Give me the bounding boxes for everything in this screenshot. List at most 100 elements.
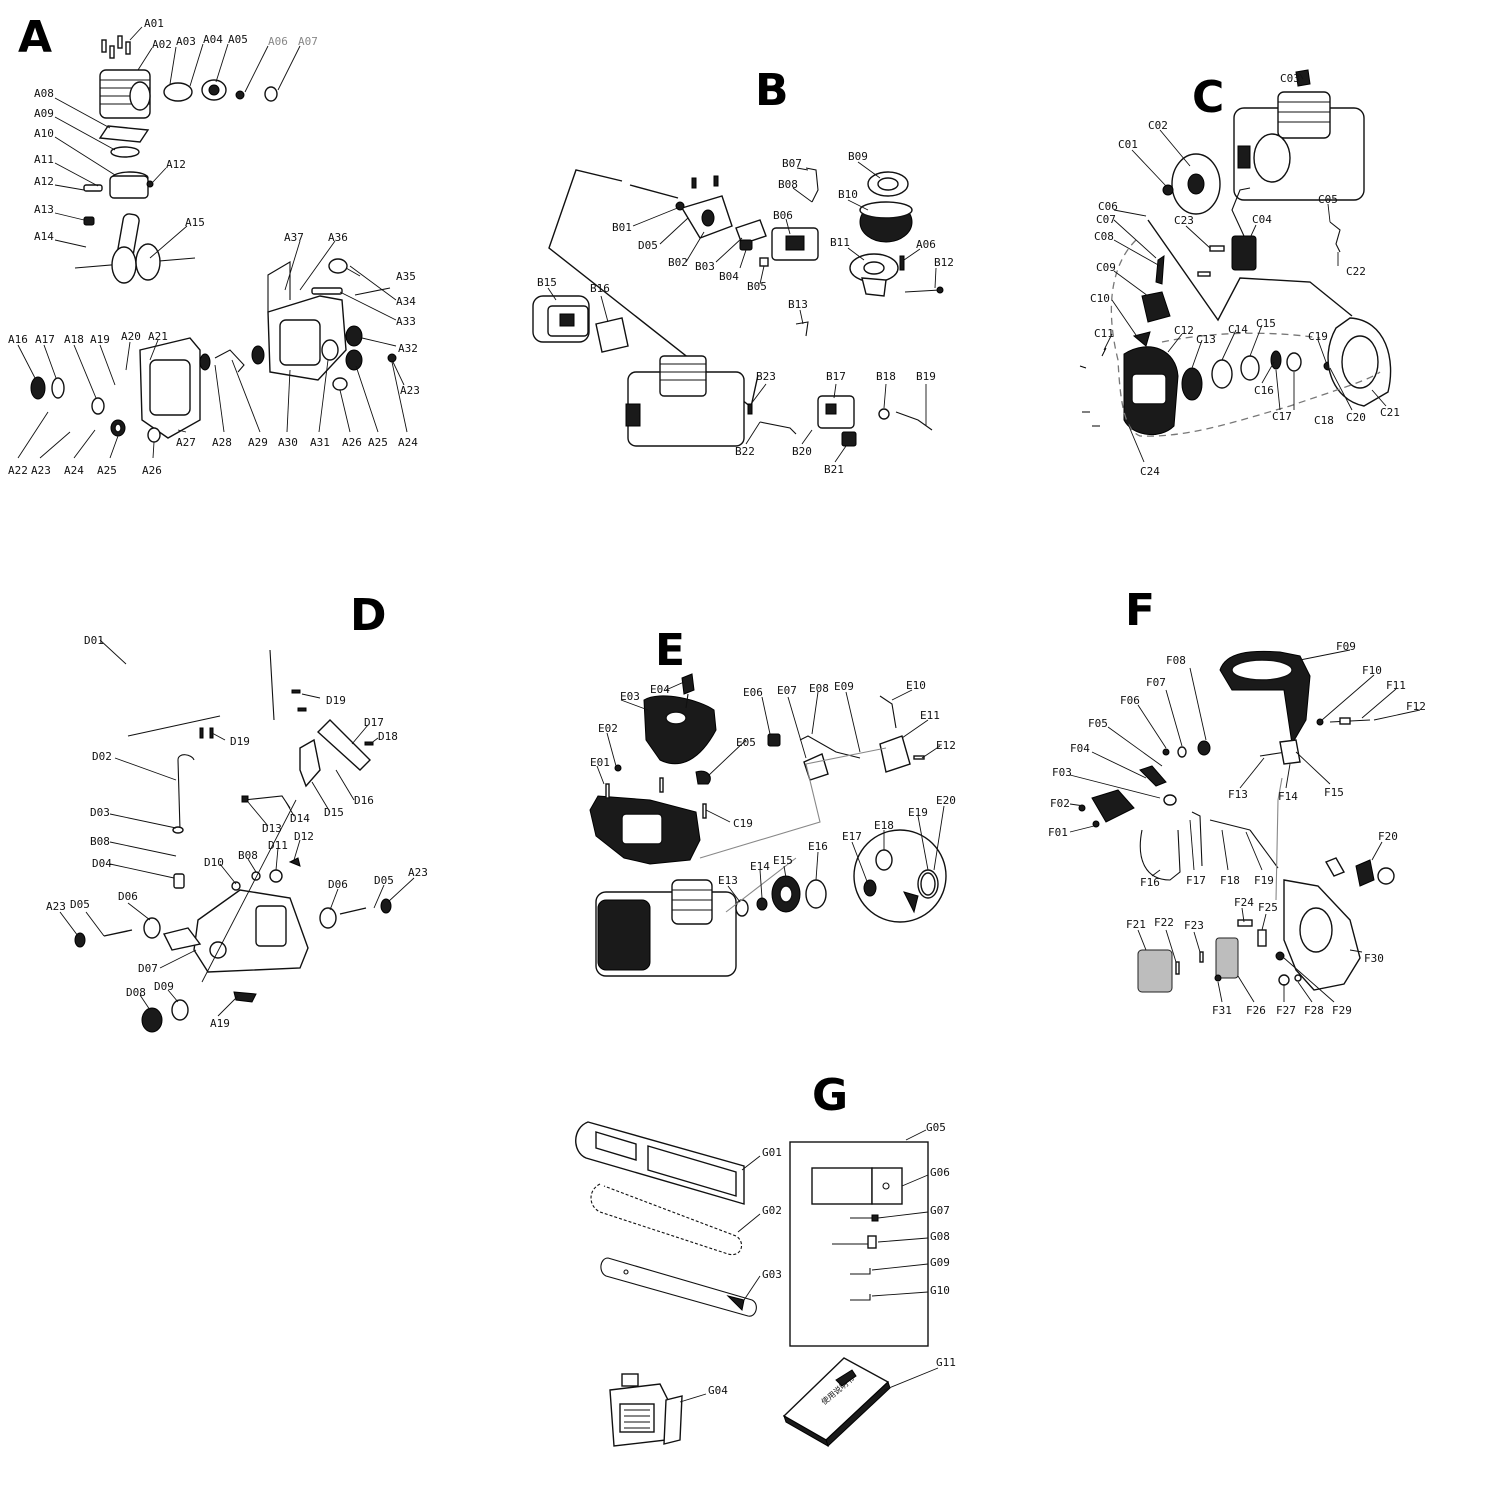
callout-e13: E13 (718, 874, 738, 887)
callout-c03: C03 (1280, 72, 1300, 85)
brake-band-part (1139, 829, 1181, 881)
callout-b05: B05 (747, 280, 767, 293)
callout-f04: F04 (1070, 742, 1090, 755)
callout-g06: G06 (930, 1166, 950, 1179)
callout-a29: A29 (248, 436, 268, 449)
callout-a14: A14 (34, 230, 54, 243)
callout-a07: A07 (298, 35, 318, 48)
callout-e07: E07 (777, 684, 797, 697)
callout-c17: C17 (1272, 410, 1292, 423)
callout-f23: F23 (1184, 919, 1204, 932)
callout-a30: A30 (278, 436, 298, 449)
clutch-detail-part (853, 829, 947, 923)
callout-g10: G10 (930, 1284, 950, 1297)
brake-lever-part (1091, 789, 1135, 823)
engine-block-e-part (595, 879, 737, 977)
callout-f26: F26 (1246, 1004, 1266, 1017)
callout-d11: D11 (268, 839, 288, 852)
callout-c19: C19 (1308, 330, 1328, 343)
callout-f08: F08 (1166, 654, 1186, 667)
callout-f29: F29 (1332, 1004, 1352, 1017)
air-filter-part (859, 201, 913, 243)
callout-a06-b: A06 (916, 238, 936, 251)
callout-d07: D07 (138, 962, 158, 975)
callout-d05-left: D05 (70, 898, 90, 911)
callout-a23-d-right: A23 (408, 866, 428, 879)
callout-f15: F15 (1324, 786, 1344, 799)
callout-a17: A17 (35, 333, 55, 346)
callout-g05: G05 (926, 1121, 946, 1134)
callout-f09: F09 (1336, 640, 1356, 653)
shroud-part (589, 795, 701, 865)
callout-b15: B15 (537, 276, 557, 289)
callout-a19: A19 (90, 333, 110, 346)
callout-a25-left: A25 (97, 464, 117, 477)
callout-f11: F11 (1386, 679, 1406, 692)
callout-d17: D17 (364, 716, 384, 729)
callout-a04: A04 (203, 33, 223, 46)
bar-cover-part (575, 1121, 745, 1205)
callout-d03: D03 (90, 806, 110, 819)
callout-g04: G04 (708, 1384, 728, 1397)
callout-a26-right: A26 (342, 436, 362, 449)
callout-a26-left: A26 (142, 464, 162, 477)
callout-a08: A08 (34, 87, 54, 100)
callout-a23-right: A23 (400, 384, 420, 397)
callout-b22: B22 (735, 445, 755, 458)
callout-e12: E12 (936, 739, 956, 752)
section-c-starter: C01 C02 C03 C04 C05 C06 C07 C08 C09 C10 … (1079, 69, 1400, 478)
section-d-handle: D01 D19 D19 D17 D18 D02 D03 B08 D04 D10 … (46, 585, 428, 1033)
callout-f25: F25 (1258, 901, 1278, 914)
callout-b21: B21 (824, 463, 844, 476)
callout-a34: A34 (396, 295, 416, 308)
callout-c19-e: C19 (733, 817, 753, 830)
callout-e05: E05 (736, 736, 756, 749)
callout-e10: E10 (906, 679, 926, 692)
callout-d13: D13 (262, 822, 282, 835)
callout-a18: A18 (64, 333, 84, 346)
callout-c13: C13 (1196, 333, 1216, 346)
callout-c08: C08 (1094, 230, 1114, 243)
callout-a35: A35 (396, 270, 416, 283)
section-b-carburetor: B01 D05 B02 B03 B04 B05 B06 B07 B08 B09 … (532, 150, 954, 476)
callout-b19: B19 (916, 370, 936, 383)
callout-f27: F27 (1276, 1004, 1296, 1017)
callout-c23: C23 (1174, 214, 1194, 227)
callout-b07: B07 (782, 157, 802, 170)
starter-housing-part (1327, 317, 1392, 407)
callout-f22: F22 (1154, 916, 1174, 929)
saw-chain-part (590, 1183, 743, 1256)
section-letter-g: G (812, 1070, 848, 1121)
callout-a10: A10 (34, 127, 54, 140)
callout-a01: A01 (144, 17, 164, 30)
callout-e14: E14 (750, 860, 770, 873)
callout-a23-d-left: A23 (46, 900, 66, 913)
flywheel-part (1171, 153, 1221, 215)
callout-f19: F19 (1254, 874, 1274, 887)
callout-f24: F24 (1234, 896, 1254, 909)
callout-d08: D08 (126, 986, 146, 999)
callout-g02: G02 (762, 1204, 782, 1217)
callout-a05: A05 (228, 33, 248, 46)
callout-b18: B18 (876, 370, 896, 383)
callout-d02: D02 (92, 750, 112, 763)
callout-e15: E15 (773, 854, 793, 867)
callout-g01: G01 (762, 1146, 782, 1159)
callout-f05: F05 (1088, 717, 1108, 730)
brake-spring-part (1209, 819, 1251, 831)
callout-e19: E19 (908, 806, 928, 819)
callout-f06: F06 (1120, 694, 1140, 707)
callout-c18: C18 (1314, 414, 1334, 427)
callout-d19-bottom: D19 (230, 735, 250, 748)
callout-c12: C12 (1174, 324, 1194, 337)
callout-c10: C10 (1090, 292, 1110, 305)
callout-f16: F16 (1140, 876, 1160, 889)
callout-f18: F18 (1220, 874, 1240, 887)
crankshaft-part (74, 213, 196, 284)
callout-c22: C22 (1346, 265, 1366, 278)
sprocket-part (771, 875, 801, 913)
callout-a24-left: A24 (64, 464, 84, 477)
callout-c15: C15 (1256, 317, 1276, 330)
callout-d04: D04 (92, 857, 112, 870)
